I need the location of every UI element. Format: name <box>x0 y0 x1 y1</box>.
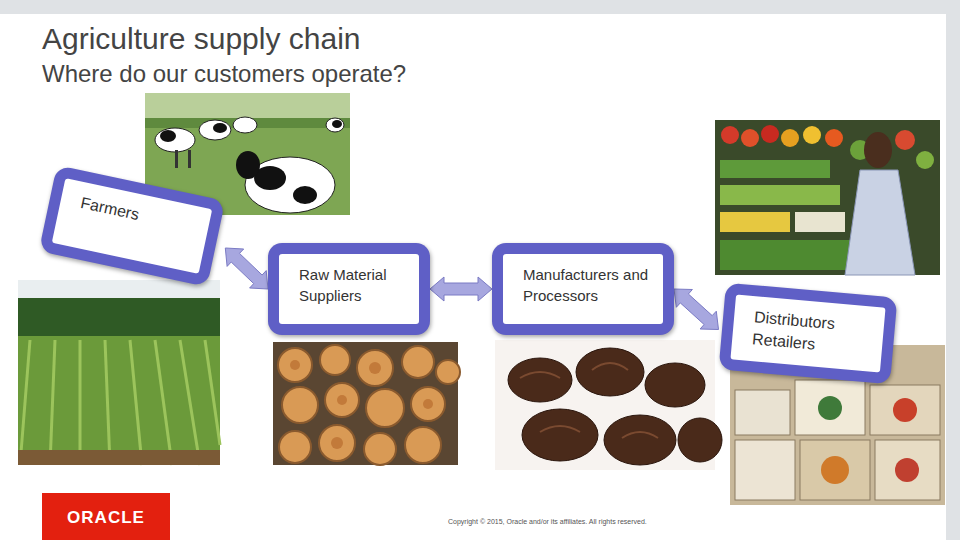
process-box: Raw Material Suppliers <box>268 243 430 335</box>
node-label: Manufacturers and Processors <box>503 254 663 324</box>
slide-title: Agriculture supply chain <box>42 22 361 56</box>
logs-photo <box>273 342 460 465</box>
node-label: Distributors Retailers <box>730 295 885 373</box>
slide-subtitle: Where do our customers operate? <box>42 60 406 88</box>
process-box: Farmers <box>39 165 226 287</box>
node-label: Farmers <box>52 178 212 274</box>
double-arrow-connector <box>430 277 492 301</box>
top-band <box>0 0 960 14</box>
corn-field-photo <box>18 280 220 465</box>
node-label: Raw Material Suppliers <box>279 254 419 324</box>
shopper-figure <box>845 132 915 275</box>
produce-photo <box>715 120 940 275</box>
process-box: Manufacturers and Processors <box>492 243 674 335</box>
logo-box: ORACLE <box>42 493 170 540</box>
right-band <box>946 0 960 540</box>
process-box: Distributors Retailers <box>719 283 898 385</box>
copyright-note: Copyright © 2015, Oracle and/or its affi… <box>448 518 647 525</box>
double-arrow-connector <box>225 248 268 289</box>
logo-text: ORACLE <box>42 508 170 528</box>
chocolates-photo <box>495 340 722 470</box>
double-arrow-connector <box>674 289 719 330</box>
